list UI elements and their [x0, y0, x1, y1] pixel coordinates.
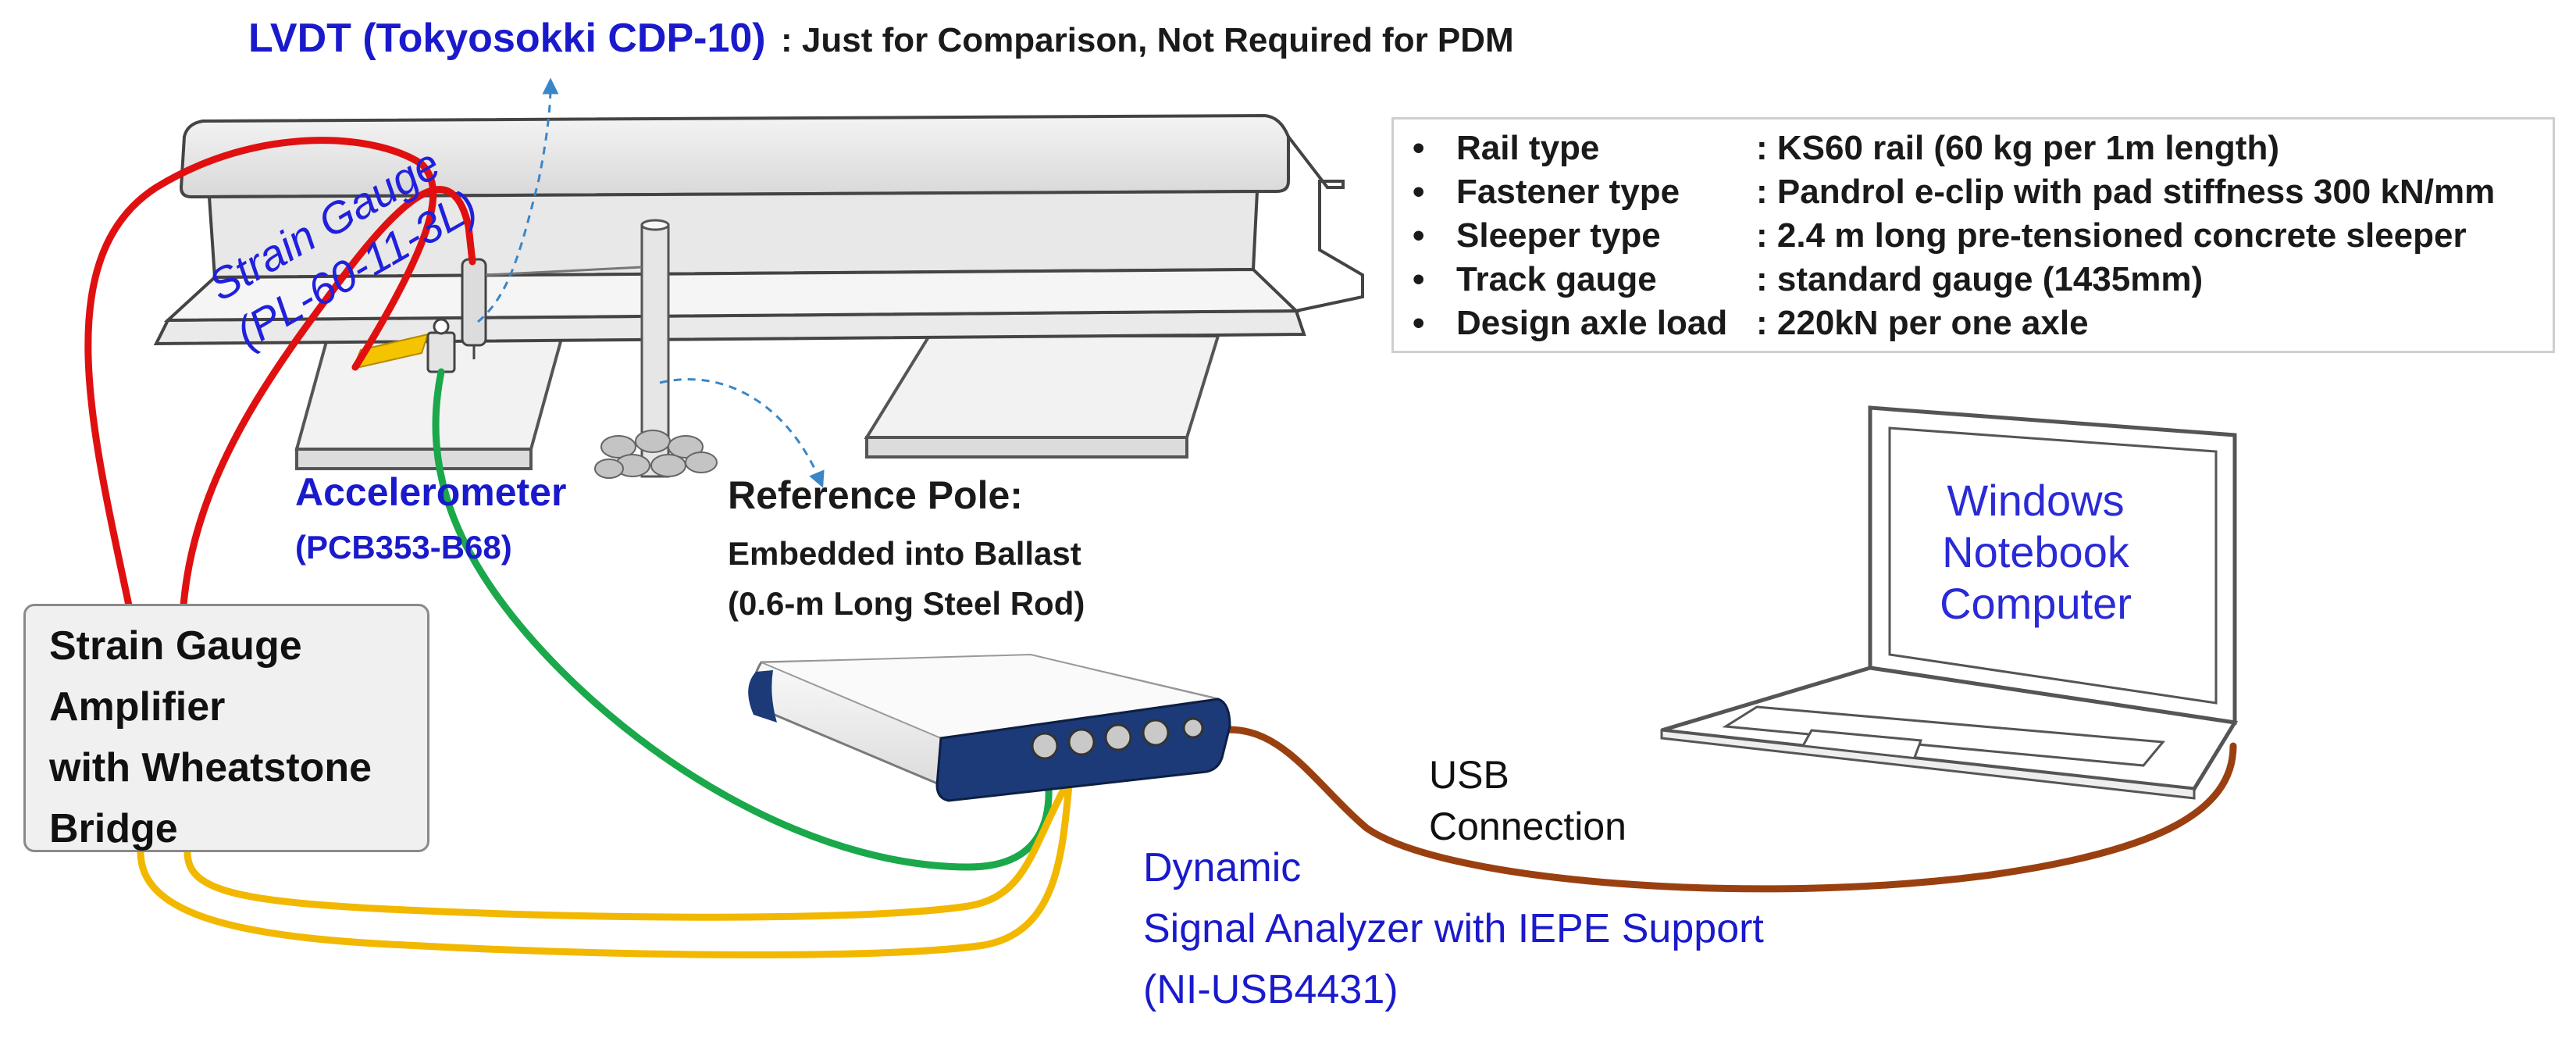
- analyzer-label-3: (NI-USB4431): [1143, 967, 1398, 1012]
- spec-value: : 2.4 m long pre-tensioned concrete slee…: [1756, 216, 2467, 255]
- leader-arrows: [477, 77, 825, 488]
- spec-key: Track gauge: [1456, 260, 1657, 298]
- laptop: [1660, 405, 2239, 800]
- track-specifications-box: •Rail type: KS60 rail (60 kg per 1m leng…: [1391, 117, 2555, 353]
- reference-pole-title: Reference Pole:: [728, 473, 1023, 517]
- laptop-screen-text: Windows Notebook Computer: [1940, 476, 2132, 628]
- rail-head: [179, 113, 1290, 199]
- spec-key: Fastener type: [1456, 173, 1680, 211]
- usb-label-2: Connection: [1429, 805, 1626, 848]
- laptop-keyboard: [1722, 705, 2165, 767]
- bnc-connectors: [1031, 717, 1204, 760]
- rail-end-profile: [1287, 135, 1364, 312]
- reference-pole-desc-1: Embedded into Ballast: [728, 535, 1081, 572]
- pole-top: [640, 219, 670, 231]
- red-cable-lvdt: [180, 186, 476, 609]
- spec-key: Sleeper type: [1456, 216, 1661, 255]
- analyzer-label-2: Signal Analyzer with IEPE Support: [1143, 906, 1764, 951]
- usb-label-1: USB: [1429, 753, 1509, 797]
- spec-row: •Design axle load: 220kN per one axle: [1413, 304, 2089, 342]
- spec-row: •Rail type: KS60 rail (60 kg per 1m leng…: [1413, 129, 2279, 167]
- yellow-cable-1: [137, 738, 1078, 958]
- brown-usb-cable: [1214, 726, 2237, 893]
- amplifier-label: Strain Gauge Amplifier with Wheatstone B…: [49, 623, 372, 851]
- spec-key: Rail type: [1456, 129, 1600, 167]
- analyzer-label-1: Dynamic: [1143, 845, 1302, 890]
- spec-value: : KS60 rail (60 kg per 1m length): [1756, 129, 2279, 167]
- signal-analyzer-device: [748, 653, 1231, 802]
- spec-key: Design axle load: [1456, 304, 1728, 342]
- sleeper-left-side: [295, 448, 533, 470]
- yellow-cable-2: [183, 738, 1097, 921]
- lvdt-note: : Just for Comparison, Not Required for …: [781, 21, 1514, 59]
- spec-value: : 220kN per one axle: [1756, 304, 2089, 342]
- lvdt-title: LVDT (Tokyosokki CDP-10): [248, 16, 766, 61]
- red-cable-strain-gauge: [84, 137, 437, 609]
- sleeper-right: [864, 334, 1220, 439]
- sleeper-right-side: [865, 436, 1188, 459]
- spec-row: •Sleeper type: 2.4 m long pre-tensioned …: [1413, 216, 2467, 255]
- spec-value: : Pandrol e-clip with pad stiffness 300 …: [1756, 173, 2496, 211]
- amplifier-box: Strain Gauge Amplifier with Wheatstone B…: [23, 604, 429, 852]
- spec-row: •Fastener type: Pandrol e-clip with pad …: [1413, 173, 2496, 211]
- accelerometer-title: Accelerometer: [295, 470, 567, 514]
- spec-value: : standard gauge (1435mm): [1756, 260, 2204, 298]
- reference-pole-desc-2: (0.6-m Long Steel Rod): [728, 585, 1085, 622]
- laptop-screen: [1888, 426, 2218, 705]
- lvdt-leader-arrow: [477, 77, 559, 323]
- accelerometer-model: (PCB353-B68): [295, 529, 512, 566]
- cables: [84, 137, 2237, 958]
- pole-leader-arrow: [659, 378, 825, 488]
- ballast-stones: [594, 430, 718, 479]
- spec-row: •Track gauge: standard gauge (1435mm): [1413, 260, 2204, 298]
